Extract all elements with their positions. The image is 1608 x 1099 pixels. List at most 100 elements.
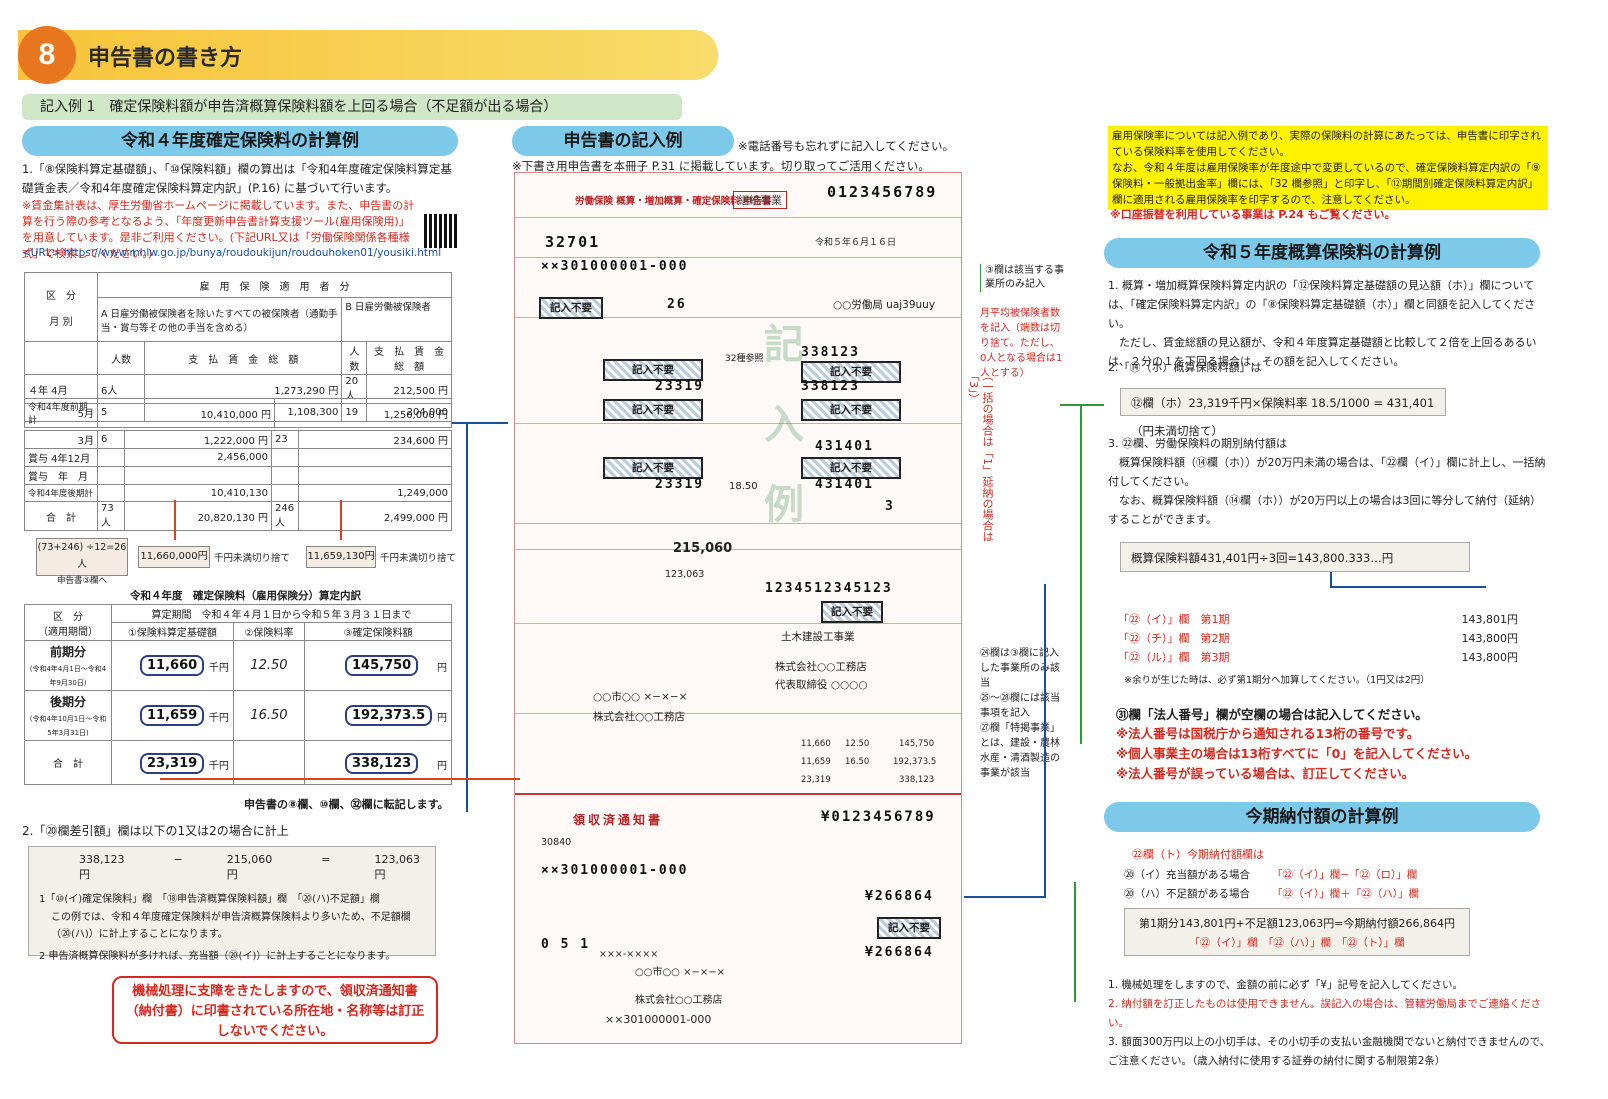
diff-a: 338,123円 xyxy=(79,853,125,881)
first-half-table: 令和4年度前期計 10,410,000 円 1,250,000 円 xyxy=(24,398,452,428)
form-fill-none: 記入不要 xyxy=(801,457,901,479)
pay-calc: 第1期分143,801円+不足額123,063円=今期納付額266,864円 xyxy=(1139,917,1455,930)
connector-line xyxy=(466,422,468,812)
t2-unit2: 円 xyxy=(437,713,447,724)
receipt-number[interactable]: ¥0123456789 xyxy=(821,809,936,825)
side-note-3: （一括の場合は「1」延納の場合は「3」） xyxy=(967,370,994,542)
row-b-n xyxy=(271,466,299,485)
form-company-2: 株式会社○○工務店 xyxy=(775,661,867,673)
row-label: 令和4年度後期計 xyxy=(24,484,98,502)
watermark: 記入例 xyxy=(757,323,803,563)
transfer-note: 申告書の⑧欄、⑩欄、㉜欄に転記します。 xyxy=(244,798,449,811)
red-note: ※口座振替を利用している事業は P.24 もご覧ください。 xyxy=(1110,208,1396,221)
t2-amt: 145,750 xyxy=(345,655,419,676)
form-office: ○○労働局 uaj39uuy xyxy=(833,299,936,311)
form-fill-none: 記入不要 xyxy=(603,457,703,479)
form-v4[interactable]: 431401 xyxy=(815,439,874,454)
connector-line xyxy=(1074,882,1076,1002)
form-v6[interactable]: 23319 xyxy=(655,477,705,492)
pay-row-label: ⑳（ハ）不足額がある場合 xyxy=(1124,888,1250,900)
form-fill-none: 記入不要 xyxy=(801,361,901,383)
list-item: ⑳（イ）充当額がある場合「㉒（イ）」欄−「㉒（ロ）」欄 xyxy=(1124,866,1419,885)
right-item2: 2.「⑭（ホ）概算保険料額」は xyxy=(1108,361,1262,374)
table-header-group: 雇 用 保 険 適 用 者 分 xyxy=(97,271,452,299)
right-item3: 3. ㉒欄、労働保険料の期別納付額は 概算保険料額（⑭欄（ホ））が20万円未満の… xyxy=(1108,437,1546,526)
receipt-bottom-no: ××301000001-000 xyxy=(605,1013,712,1026)
form-installments[interactable]: 3 xyxy=(885,499,895,514)
row-b-amt: 1,249,000 xyxy=(298,484,452,502)
row-a-n: 73人 xyxy=(97,501,125,531)
final-notes: 1. 機械処理をしますので、金額の前に必ず「¥」記号を記入してください。 2. … xyxy=(1108,976,1556,1071)
pay-calc-box: 第1期分143,801円+不足額123,063円=今期納付額266,864円 「… xyxy=(1124,908,1470,956)
receipt-amount-total[interactable]: ¥266864 xyxy=(865,945,934,960)
form-corp-no[interactable]: 1234512345123 xyxy=(765,581,893,596)
form-v1[interactable]: 338123 xyxy=(801,345,860,360)
form-v5[interactable]: 431401 xyxy=(815,477,874,492)
t2-h1: ①保険料算定基礎額 xyxy=(111,622,234,641)
people-calc-box: (73+246) ÷12=26人 申告書③欄へ xyxy=(36,538,128,586)
form-number[interactable]: 0123456789 xyxy=(827,183,938,201)
receipt-date[interactable]: 0 5 1 xyxy=(541,937,591,952)
left-url[interactable]: <URL> https://www.mhlw.go.jp/bunya/roudo… xyxy=(22,247,442,259)
connector-line xyxy=(1080,404,1082,744)
form-fill-none: 記入不要 xyxy=(603,359,703,381)
connector-line xyxy=(174,500,176,540)
installment-amt: 143,800円 xyxy=(1461,632,1519,645)
connector-line xyxy=(1330,586,1486,588)
t2-unit2: 円 xyxy=(437,663,447,674)
t2-row-sub: (令和4年4月1日〜令和4年9月30日) xyxy=(29,665,107,687)
left-item2: 2.「⑳欄差引額」欄は以下の1又は2の場合に計上 xyxy=(22,824,289,838)
t2-h-kubun: 区 分 （適用期間） xyxy=(24,604,112,641)
diff-l2: この例では、令和４年度確定保険料が申告済概算保険料より多いため、不足額欄（⑳(ハ… xyxy=(51,912,411,940)
table-col-b: B 日雇労働被保険者 xyxy=(341,297,452,342)
pay-row-label: ⑳（イ）充当額がある場合 xyxy=(1124,869,1250,881)
form-r6: 192,373.5 xyxy=(893,757,937,767)
diff-l3: 2 申告済概算保険料が多ければ、充当額（⑳(イ)）に計上することになります。 xyxy=(39,951,396,962)
t2-row-label: 合 計 xyxy=(24,740,112,785)
t2-base: 11,660 xyxy=(140,655,205,676)
receipt-company: 株式会社○○工務店 xyxy=(635,995,723,1006)
section-number: 8 xyxy=(18,26,76,84)
first-half-label: 令和4年度前期計 xyxy=(24,398,98,428)
table-row: 賞与 年 月 xyxy=(24,466,452,485)
row-b-amt: 234,600 円 xyxy=(298,430,452,449)
calc-b-note: 千円未満切り捨て xyxy=(380,553,457,564)
connector-line xyxy=(452,422,508,424)
connector-line xyxy=(964,896,1046,898)
row-a-amt: 2,456,000 xyxy=(124,448,272,467)
yellow-note: 雇用保険率については記入例であり、実際の保険料の計算にあたっては、申告書に印字さ… xyxy=(1108,126,1548,210)
receipt-ins-no[interactable]: ××301000001-000 xyxy=(541,863,689,878)
t2-base: 11,659 xyxy=(140,705,205,726)
final-note: 1. 機械処理をしますので、金額の前に必ず「¥」記号を記入してください。 xyxy=(1108,979,1463,991)
form-fill-none: 記入不要 xyxy=(801,399,901,421)
final-note: 3. 額面300万円以上の小切手は、その小切手の支払い金融機関でないと納付できま… xyxy=(1108,1036,1551,1067)
wage-table: 区 分月 別 雇 用 保 険 適 用 者 分 A 日雇労働被保険者を除いたすべて… xyxy=(24,271,454,422)
form-v2[interactable]: 23319 xyxy=(655,379,705,394)
form-v3[interactable]: 338123 xyxy=(801,379,860,394)
col-payment-b: 支 払 賃 金 総 額 xyxy=(366,341,454,375)
row-b-n: 23 xyxy=(271,430,299,449)
form-people-count[interactable]: 26 xyxy=(667,297,687,312)
connector-line xyxy=(1044,584,1046,896)
t2-row-label: 後期分 xyxy=(49,695,86,709)
people-calc: (73+246) ÷12=26人 xyxy=(37,542,127,570)
form-rate2: 18.50 xyxy=(729,481,758,492)
receipt-amount[interactable]: ¥266864 xyxy=(865,889,934,904)
t2-row-sub: (令和4年10月1日〜令和5年3月31日) xyxy=(29,715,107,737)
row-b-n xyxy=(271,484,299,502)
form-fill-none: 記入不要 xyxy=(539,297,603,319)
col-payment-a: 支 払 賃 金 総 額 xyxy=(144,341,343,375)
installment-label: 「㉒（イ）」欄 第1期 xyxy=(1118,613,1230,626)
form-insurance-no[interactable]: ××301000001-000 xyxy=(541,259,689,274)
receipt-addr: ○○市○○ ×−×−× xyxy=(635,967,725,978)
remainder-note: ※余りが生じた時は、必ず第1期分へ加算してください。（1円又は2円） xyxy=(1124,675,1430,686)
row-a-amt: 10,410,130 xyxy=(124,484,272,502)
example-bar: 記入例 1 確定保険料額が申告済概算保険料額を上回る場合（不足額が出る場合） xyxy=(22,94,682,120)
diff-c: 123,063円 xyxy=(374,853,420,881)
row-label: 合 計 xyxy=(24,501,98,531)
form-code[interactable]: 32701 xyxy=(545,233,601,251)
row-b-amt xyxy=(298,466,452,485)
